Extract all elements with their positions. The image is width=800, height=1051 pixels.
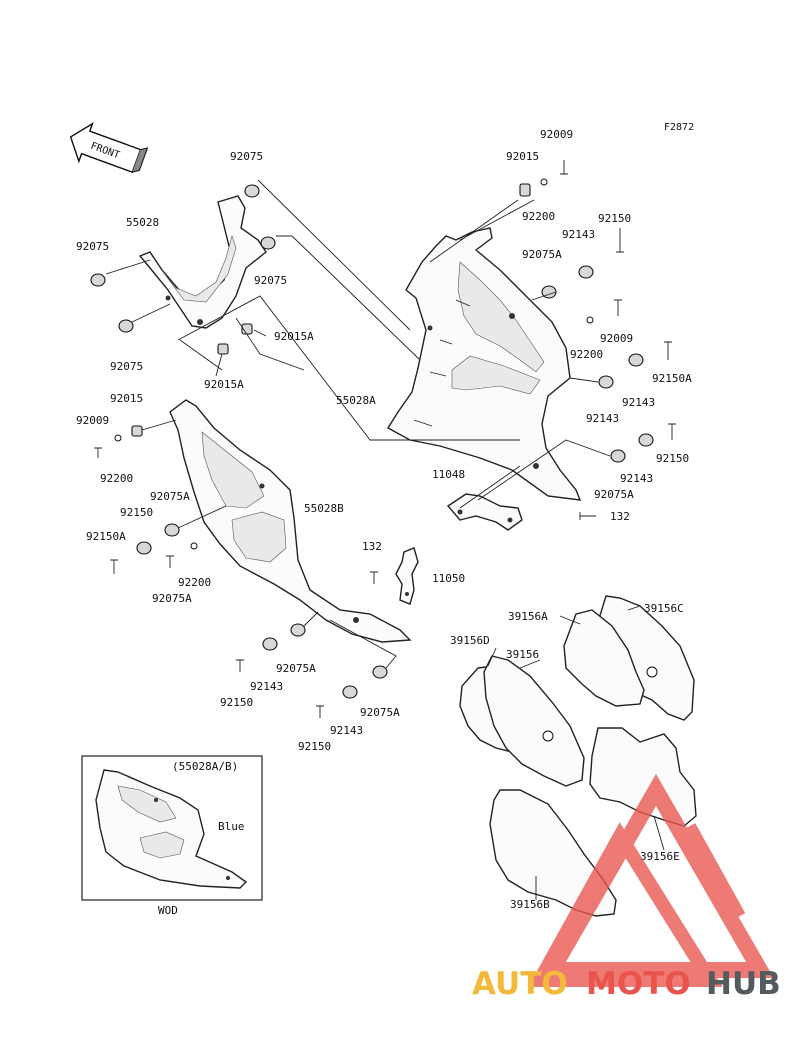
label-92143-c: 92143 [620,472,653,485]
bracket-11048 [446,493,523,531]
inset-caption: WOD [158,904,178,917]
label-92150-a: 92150 [598,212,631,225]
label-92200-a: 92200 [100,472,133,485]
label-92143-a: 92143 [562,228,595,241]
label-92015a-b: 92015A [204,378,244,391]
label-39156c: 39156C [644,602,684,615]
label-92075a-c: 92075A [594,488,634,501]
leader-lines [105,179,611,669]
label-92150a-b: 92150A [86,530,126,543]
decal-39156a [563,609,645,707]
label-55028b: 55028B [304,502,344,515]
label-92150a-a: 92150A [652,372,692,385]
watermark-moto: MOTO [586,966,691,1002]
label-92143-e: 92143 [250,680,283,693]
label-92150-b: 92150 [656,452,689,465]
label-92075a-d: 92075A [150,490,190,503]
watermark-hub: HUB [706,966,781,1002]
label-92200-b: 92200 [522,210,555,223]
label-92009-d: 92075A [152,592,192,605]
watermark-auto: AUTO [472,966,568,1002]
bracket-11050 [395,547,419,605]
label-92015-b: 92015 [506,150,539,163]
label-92143-f: 92143 [330,724,363,737]
label-92150-c: 92150 [220,696,253,709]
label-92143-d: 92150 [120,506,153,519]
front-arrow-icon: FRONT [69,121,149,174]
label-11048: 11048 [432,468,465,481]
label-92143-b: 92143 [622,396,655,409]
triangle-logo-icon [528,774,774,987]
decal-leader-lines [487,605,665,900]
label-39156b: 39156B [510,898,550,911]
figure-code: F2872 [664,122,694,133]
label-92075a-b: 92143 [586,412,619,425]
label-92009-c: 92009 [600,332,633,345]
decal-39156b [489,789,617,917]
label-92009-a: 92009 [76,414,109,427]
label-92015-a: 92015 [110,392,143,405]
hardware-parts [90,160,676,718]
label-92150-d: 92150 [298,740,331,753]
side-cowl-55028a [387,227,582,501]
label-55028: 55028 [126,216,159,229]
label-92075-c: 92075 [254,274,287,287]
label-39156e: 39156E [640,850,680,863]
label-92075-b: 92075 [76,240,109,253]
label-39156: 39156 [506,648,539,661]
label-92075-a: 92075 [230,150,263,163]
label-92075a-f: 92075A [360,706,400,719]
label-92075a-a: 92075A [522,248,562,261]
label-92015a-a: 92015A [274,330,314,343]
watermark-logo: AUTO MOTO HUB [472,774,781,1002]
inset-color-note: Blue [218,820,245,833]
label-92200-c: 92200 [570,348,603,361]
label-39156d: 39156D [450,634,490,647]
label-92009-b: 92009 [540,128,573,141]
label-39156a: 39156A [508,610,548,623]
inset-box: (55028A/B) Blue [81,755,263,901]
label-92075-d: 92075 [110,360,143,373]
inset-title: (55028A/B) [172,760,238,773]
label-11050: 11050 [432,572,465,585]
label-92200-d: 92200 [178,576,211,589]
lower-cowl-55028b [169,399,412,643]
part-labels: 92075 55028 92075 92075 92075 92015A 920… [76,128,692,911]
decal-39156 [483,655,585,787]
label-132-a: 132 [610,510,630,523]
label-92075a-e: 92075A [276,662,316,675]
label-132-b: 132 [362,540,382,553]
label-55028a: 55028A [336,394,376,407]
inner-cowl-upper [138,195,267,329]
